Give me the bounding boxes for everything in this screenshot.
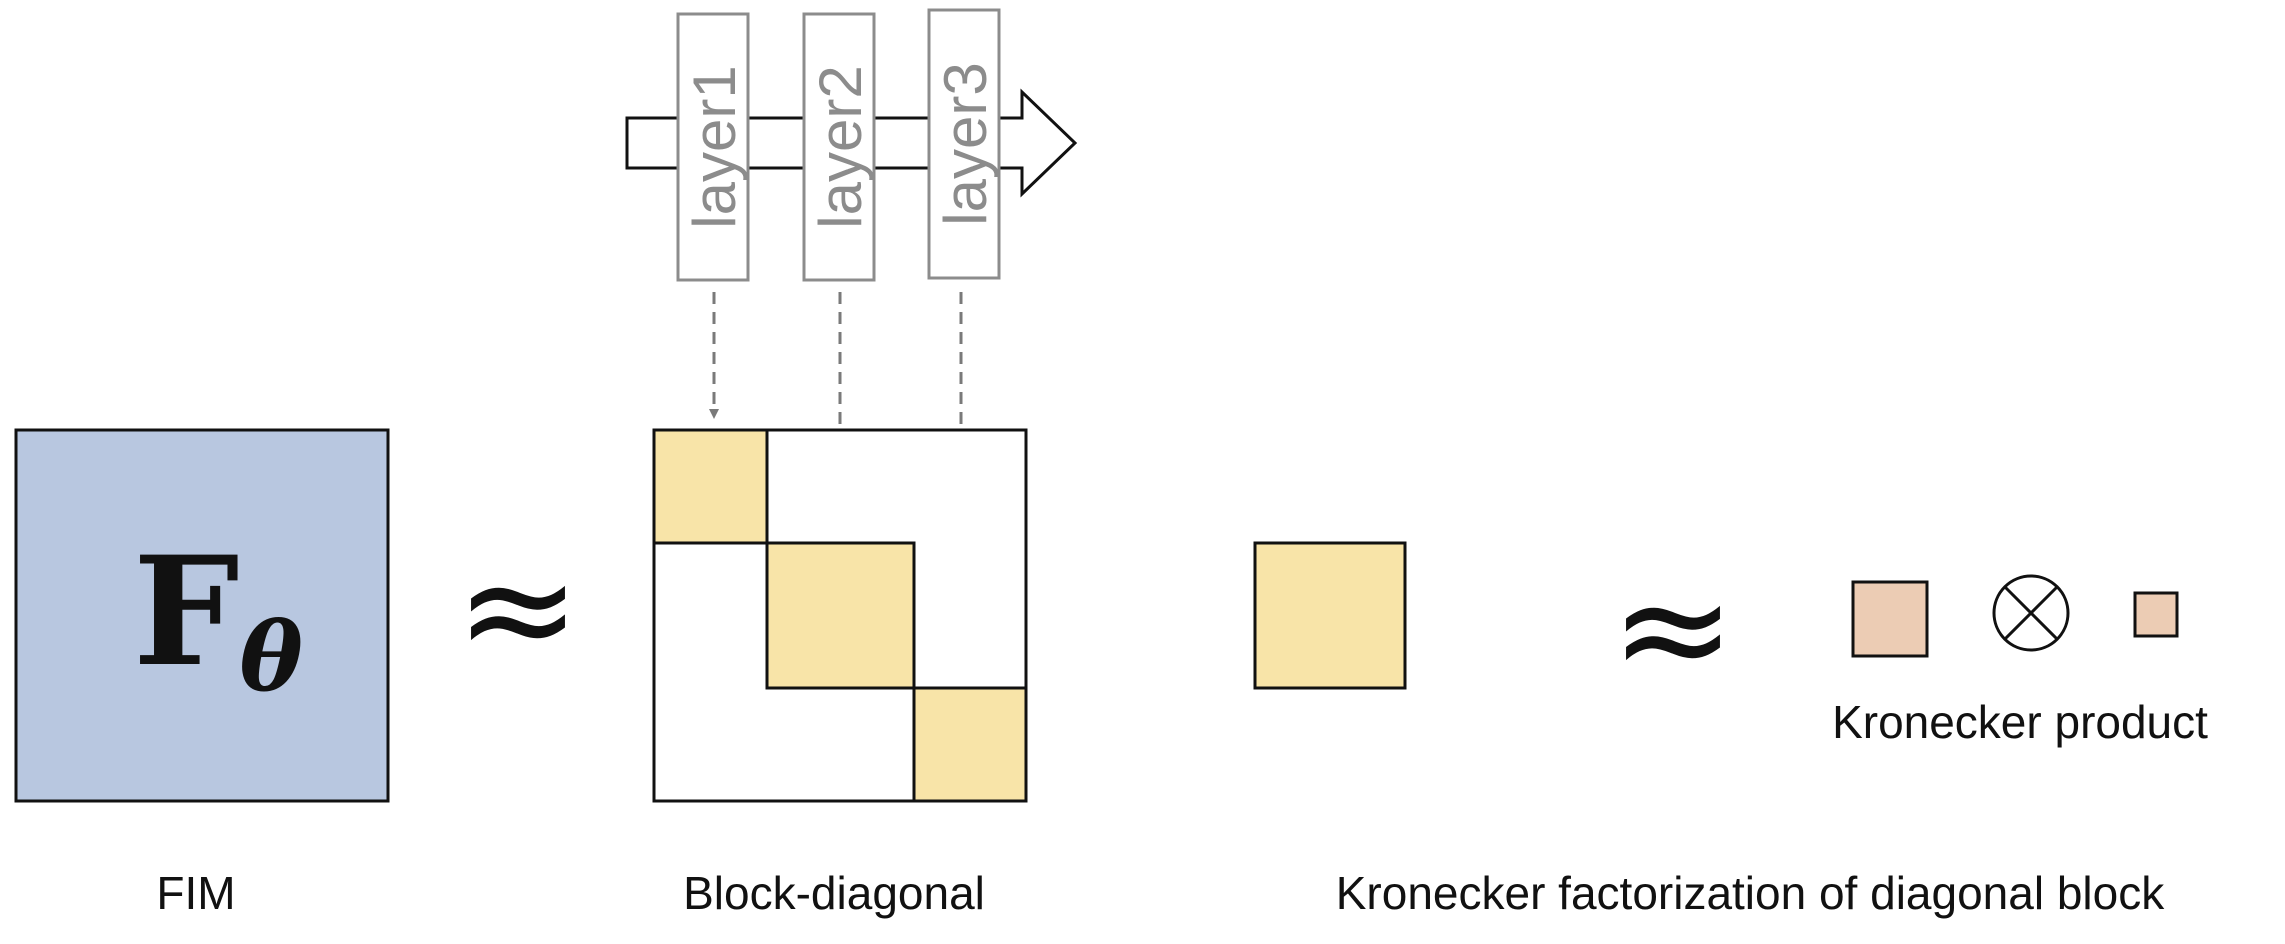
layer-box-1: layer1 xyxy=(676,12,750,282)
layer-box-2: layer2 xyxy=(802,12,876,282)
single-diagonal-block xyxy=(1253,541,1407,690)
layer-label-1: layer1 xyxy=(681,65,748,228)
fim-symbol-F: F xyxy=(133,524,240,700)
layer-label-2: layer2 xyxy=(807,65,874,228)
approx-symbol-1: ≈ xyxy=(455,522,581,696)
diagonal-block-2 xyxy=(765,541,916,690)
kronecker-factor-large xyxy=(1851,580,1929,658)
kronecker-product-label: Kronecker product xyxy=(1832,696,2208,748)
fim-symbol-theta: θ xyxy=(240,602,303,713)
layer-label-3: layer3 xyxy=(932,62,999,225)
fim-caption: FIM xyxy=(156,867,235,919)
diagonal-block-1 xyxy=(652,428,769,545)
kronecker-factor-small xyxy=(2133,591,2179,638)
block-diagonal-matrix xyxy=(652,428,1028,803)
block-diagonal-caption: Block-diagonal xyxy=(683,867,985,919)
approx-symbol-2: ≈ xyxy=(1610,542,1736,716)
layer-box-3: layer3 xyxy=(927,8,1001,280)
fim-symbol: Fθ xyxy=(133,524,303,713)
fim-matrix xyxy=(14,428,390,803)
diagonal-block-3 xyxy=(912,686,1028,803)
kronecker-product-icon xyxy=(1992,574,2070,652)
kronecker-factorization-caption: Kronecker factorization of diagonal bloc… xyxy=(1336,867,2165,919)
